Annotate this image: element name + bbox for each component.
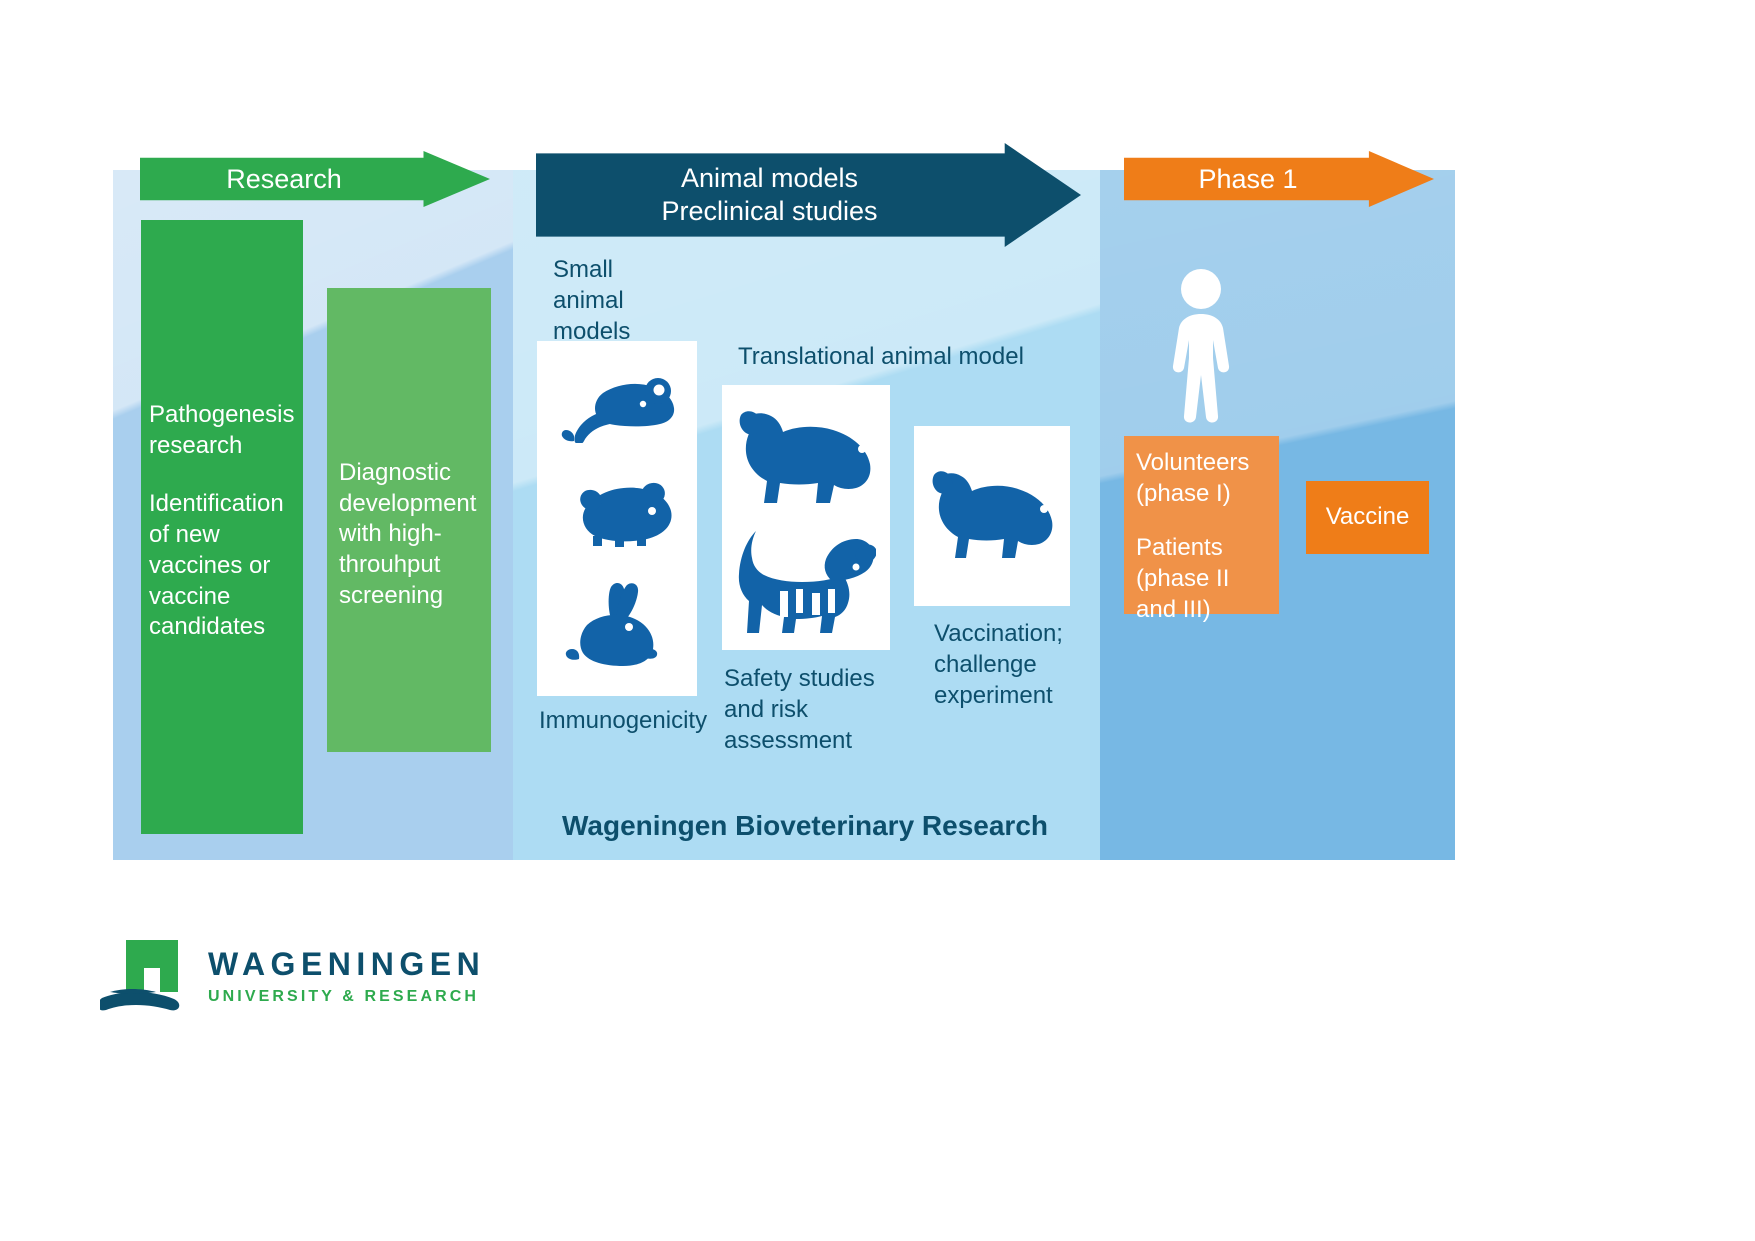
vaccine-box: Vaccine (1306, 481, 1429, 554)
label-translational-animal-model: Translational animal model (738, 343, 1024, 370)
guinea-pig-icon (557, 476, 677, 548)
pig-icon (927, 466, 1057, 566)
wageningen-logo-mark (97, 940, 195, 1018)
arrow-phase1-label: Phase 1 (1198, 163, 1298, 194)
rabbit-icon (557, 581, 677, 666)
wageningen-logo-text: WAGENINGEN UNIVERSITY & RESEARCH (208, 948, 485, 1005)
arrow-preclinical-line2: Preclinical studies (661, 196, 878, 226)
arrow-research: Research (140, 151, 490, 207)
caption-immunogenicity: Immunogenicity (539, 707, 708, 734)
pathogenesis-text-2: Identification of new vaccines or vaccin… (149, 490, 284, 641)
research-diagnostic-box: Diagnostic development with high-throuhp… (327, 288, 491, 752)
caption-vaccination-challenge: Vaccination; challenge experiment (934, 620, 1063, 710)
wageningen-logo: WAGENINGEN UNIVERSITY & RESEARCH (97, 940, 520, 1020)
caption-safety-studies: Safety studies and risk assessment (724, 665, 875, 755)
organisation-caption: Wageningen Bioveterinary Research (562, 810, 1049, 841)
diagnostic-text-1: Diagnostic development with high-throuhp… (339, 459, 477, 609)
logo-subtitle: UNIVERSITY & RESEARCH (208, 988, 480, 1005)
arrow-preclinical-line1: Animal models (680, 163, 859, 194)
human-figure-icon (1168, 268, 1234, 428)
patients-text: Patients (phase II and III) (1136, 534, 1230, 623)
arrow-phase1: Phase 1 (1124, 151, 1434, 207)
logo-title: WAGENINGEN (208, 946, 486, 982)
cow-icon (736, 523, 876, 633)
arrow-research-label: Research (226, 163, 342, 194)
arrow-preclinical-label: Animal models Preclinical studies (661, 162, 877, 228)
label-small-animal-models: Small animal models (553, 256, 631, 346)
translational-animal-panel (722, 385, 890, 650)
small-animal-models-panel (537, 341, 697, 696)
arrow-preclinical: Animal models Preclinical studies (536, 143, 1081, 247)
volunteers-patients-box: Volunteers (phase I) Patients (phase II … (1124, 436, 1279, 623)
volunteers-text: Volunteers (phase I) (1136, 449, 1250, 507)
challenge-pig-panel (914, 426, 1070, 606)
mouse-icon (557, 371, 677, 444)
pathogenesis-text-1: Pathogenesis research (149, 401, 295, 459)
research-pathogenesis-box: Pathogenesis research Identification of … (141, 220, 303, 834)
vaccine-label: Vaccine (1325, 503, 1410, 531)
pig-icon (736, 403, 876, 508)
